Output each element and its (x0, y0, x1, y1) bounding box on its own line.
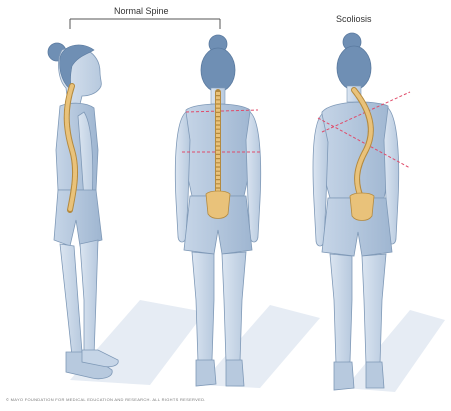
normal-spine-label: Normal Spine (114, 6, 169, 16)
floor-shadows (70, 300, 445, 392)
scoliosis-label: Scoliosis (336, 14, 372, 24)
normal-spine-bracket (70, 19, 220, 29)
figure-side-view (48, 43, 118, 379)
copyright-notice: © MAYO FOUNDATION FOR MEDICAL EDUCATION … (6, 397, 206, 402)
